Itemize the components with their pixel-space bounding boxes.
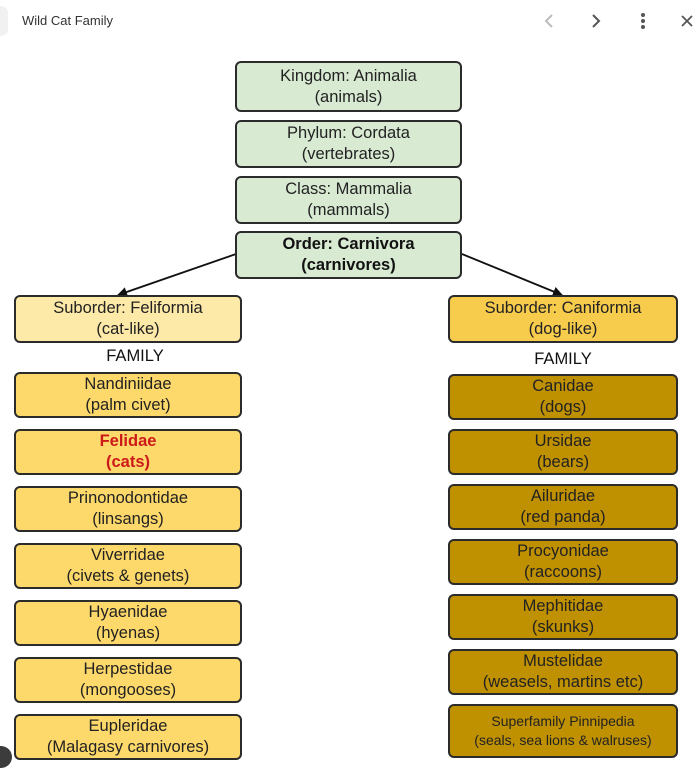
- family-box-felidae: Felidae (cats): [14, 429, 242, 475]
- caniformia-family-label: FAMILY: [534, 350, 592, 368]
- family-desc: (linsangs): [92, 510, 164, 528]
- more-vert-icon[interactable]: [632, 8, 654, 34]
- kingdom-desc: (animals): [314, 87, 383, 106]
- family-desc: (red panda): [520, 508, 606, 526]
- family-name: Ailuridae: [530, 487, 596, 505]
- family-desc: (raccoons): [524, 563, 602, 581]
- family-name: Viverridae: [91, 546, 165, 564]
- family-name: Eupleridae: [88, 717, 168, 735]
- family-box-canidae: Canidae (dogs): [448, 374, 678, 420]
- class-box: Class: Mammalia (mammals): [235, 176, 462, 224]
- top-bar: Wild Cat Family: [0, 0, 695, 44]
- feliformia-rank: Suborder: Feliformia: [53, 299, 203, 317]
- family-desc: (weasels, martins etc): [482, 673, 644, 691]
- family-box-prinonodontidae: Prinonodontidae (linsangs): [14, 486, 242, 532]
- family-box-mephitidae: Mephitidae (skunks): [448, 594, 678, 640]
- window-title: Wild Cat Family: [22, 13, 114, 28]
- family-name-highlight: Felidae: [99, 432, 157, 450]
- feliformia-desc: (cat-like): [96, 320, 160, 338]
- family-box-procyonidae: Procyonidae (raccoons): [448, 539, 678, 585]
- family-name: Prinonodontidae: [67, 489, 189, 507]
- family-box-herpestidae: Herpestidae (mongooses): [14, 657, 242, 703]
- chevron-left-icon[interactable]: [538, 8, 560, 34]
- suborder-caniformia-box: Suborder: Caniformia (dog-like): [448, 295, 678, 343]
- family-name: Herpestidae: [83, 660, 173, 678]
- suborder-feliformia-box: Suborder: Feliformia (cat-like): [14, 295, 242, 343]
- class-desc: (mammals): [307, 201, 390, 219]
- kingdom-box: Kingdom: Animalia (animals): [235, 61, 462, 112]
- family-name: Superfamily Pinnipedia: [491, 713, 635, 729]
- close-icon[interactable]: [676, 8, 695, 34]
- arrow-to-feliformia: [117, 253, 237, 297]
- edge-handle: [0, 6, 8, 36]
- order-desc: (carnivores): [301, 256, 396, 274]
- family-name: Mephitidae: [522, 597, 604, 615]
- class-rank: Class: Mammalia: [285, 180, 412, 198]
- arrow-to-caniformia: [461, 253, 563, 297]
- family-box-ursidae: Ursidae (bears): [448, 429, 678, 475]
- order-box: Order: Carnivora (carnivores): [235, 231, 462, 279]
- order-rank: Order: Carnivora: [282, 235, 415, 253]
- phylum-box: Phylum: Cordata (vertebrates): [235, 120, 462, 168]
- family-name: Procyonidae: [517, 542, 609, 560]
- caniformia-rank: Suborder: Caniformia: [484, 299, 642, 317]
- family-desc: (civets & genets): [66, 567, 190, 585]
- family-box-hyaenidae: Hyaenidae (hyenas): [14, 600, 242, 646]
- family-desc: (dogs): [539, 398, 587, 416]
- family-desc: (hyenas): [95, 624, 161, 642]
- family-desc: (mongooses): [79, 681, 177, 699]
- family-desc: (bears): [536, 453, 590, 471]
- family-desc-highlight: (cats): [105, 453, 150, 471]
- phylum-rank: Phylum: Cordata: [287, 124, 410, 142]
- family-name: Hyaenidae: [88, 603, 168, 621]
- feliformia-family-label: FAMILY: [106, 347, 164, 365]
- kingdom-rank: Kingdom: Animalia: [280, 66, 417, 85]
- phylum-desc: (vertebrates): [301, 145, 396, 163]
- family-desc: (seals, sea lions & walruses): [474, 732, 652, 748]
- family-name: Ursidae: [534, 432, 592, 450]
- family-box-ailuridae: Ailuridae (red panda): [448, 484, 678, 530]
- family-box-eupleridae: Eupleridae (Malagasy carnivores): [14, 714, 242, 760]
- family-box-nandiniidae: Nandiniidae (palm civet): [14, 372, 242, 418]
- family-name: Mustelidae: [523, 652, 603, 670]
- family-desc: (palm civet): [85, 396, 171, 414]
- family-box-pinnipedia: Superfamily Pinnipedia (seals, sea lions…: [448, 704, 678, 758]
- family-name: Nandiniidae: [84, 375, 172, 393]
- caniformia-desc: (dog-like): [528, 320, 598, 338]
- chevron-right-icon[interactable]: [585, 8, 607, 34]
- family-desc: (skunks): [531, 618, 595, 636]
- family-name: Canidae: [532, 377, 594, 395]
- family-box-viverridae: Viverridae (civets & genets): [14, 543, 242, 589]
- family-box-mustelidae: Mustelidae (weasels, martins etc): [448, 649, 678, 695]
- family-desc: (Malagasy carnivores): [46, 738, 210, 756]
